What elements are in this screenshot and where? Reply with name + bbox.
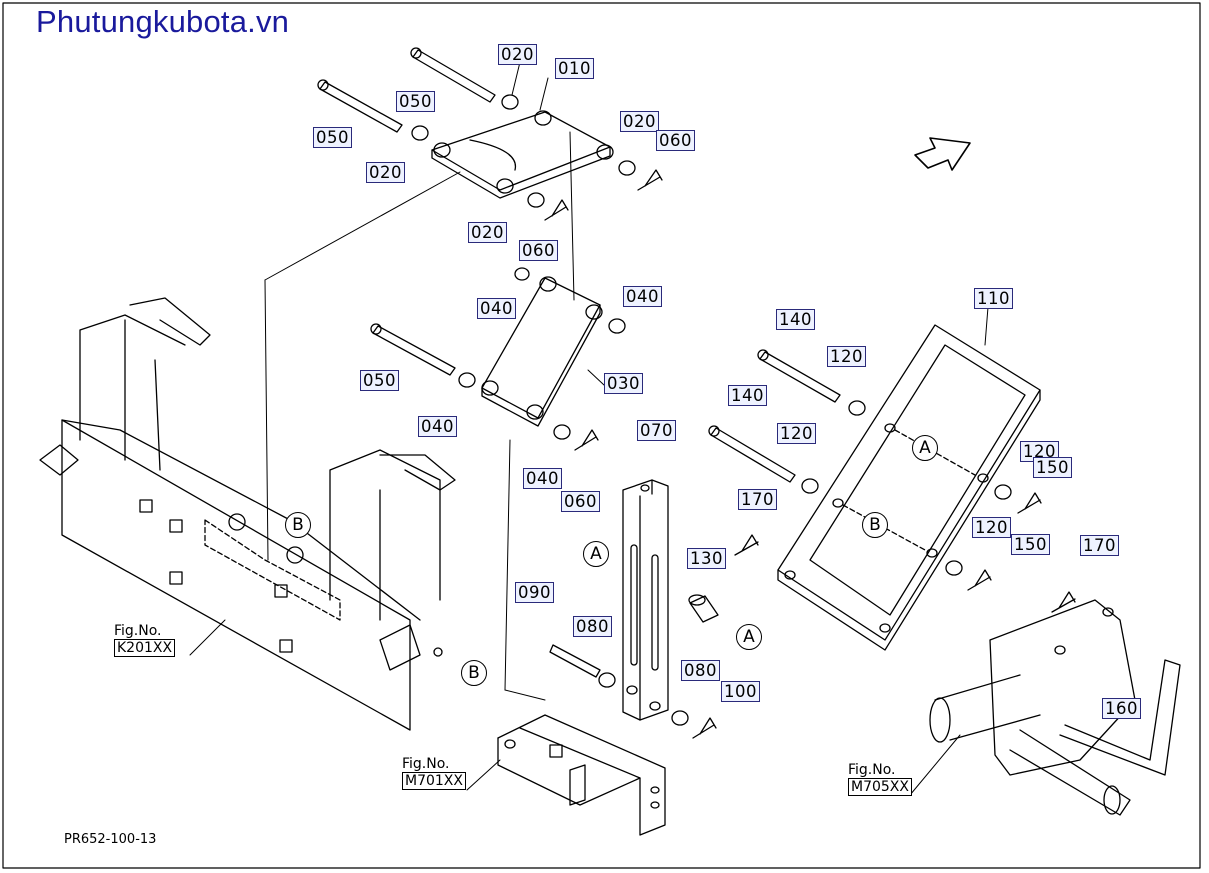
callout: 010 — [555, 58, 594, 79]
callout: 130 — [687, 548, 726, 569]
frame-k201 — [39, 297, 456, 731]
marker-circle: A — [736, 624, 762, 650]
callout: 150 — [1011, 534, 1050, 555]
fig-code: M705XX — [848, 778, 912, 796]
callout: 040 — [523, 468, 562, 489]
direction-arrow — [914, 137, 971, 171]
callout: 030 — [604, 373, 643, 394]
callout: 100 — [721, 681, 760, 702]
callout: 080 — [573, 616, 612, 637]
callout: 060 — [519, 240, 558, 261]
fig-ref-m701: Fig.No. M701XX — [402, 756, 466, 790]
marker-circle: B — [862, 512, 888, 538]
callout: 040 — [623, 286, 662, 307]
callout: 140 — [776, 309, 815, 330]
fig-ref-k201: Fig.No. K201XX — [114, 623, 176, 657]
callout: 120 — [827, 346, 866, 367]
marker-circle: A — [912, 435, 938, 461]
fig-code: K201XX — [114, 639, 176, 657]
link-030 — [370, 267, 626, 451]
callout: 080 — [681, 660, 720, 681]
parts-middle — [549, 594, 719, 739]
pins-top — [317, 47, 496, 133]
callout: 070 — [637, 420, 676, 441]
callout: 020 — [498, 44, 537, 65]
marker-circle: B — [285, 512, 311, 538]
washers-top — [411, 94, 663, 221]
callout: 050 — [360, 370, 399, 391]
fig-label: Fig.No. — [848, 762, 896, 778]
fig-label: Fig.No. — [114, 623, 162, 639]
callout: 120 — [1020, 441, 1059, 462]
callout: 020 — [620, 111, 659, 132]
bar-070 — [622, 479, 669, 721]
callout: 060 — [656, 130, 695, 151]
callout: 160 — [1102, 698, 1141, 719]
fig-label: Fig.No. — [402, 756, 450, 772]
marker-circle: B — [461, 660, 487, 686]
callout: 020 — [366, 162, 405, 183]
callout: 050 — [396, 91, 435, 112]
callout: 140 — [728, 385, 767, 406]
bracket-010 — [431, 110, 614, 199]
callout: 170 — [1080, 535, 1119, 556]
callout: 090 — [515, 582, 554, 603]
callout: 050 — [313, 127, 352, 148]
callout: 150 — [1033, 457, 1072, 478]
frame-110 — [777, 324, 1041, 651]
callout: 170 — [738, 489, 777, 510]
brand-title: Phutungkubota.vn — [36, 4, 290, 39]
callout: 060 — [561, 491, 600, 512]
marker-circle: A — [583, 541, 609, 567]
fig-ref-m705: Fig.No. M705XX — [848, 762, 912, 796]
callout: 120 — [972, 517, 1011, 538]
callout: 110 — [974, 288, 1013, 309]
bracket-bottom — [497, 714, 666, 836]
parts-right — [708, 349, 1076, 613]
callout: 120 — [777, 423, 816, 444]
leader-lines — [189, 61, 989, 796]
callout: 020 — [468, 222, 507, 243]
document-code: PR652-100-13 — [64, 832, 157, 847]
hitch-m705 — [929, 599, 1181, 816]
callout: 040 — [477, 298, 516, 319]
fig-code: M701XX — [402, 772, 466, 790]
callout: 040 — [418, 416, 457, 437]
